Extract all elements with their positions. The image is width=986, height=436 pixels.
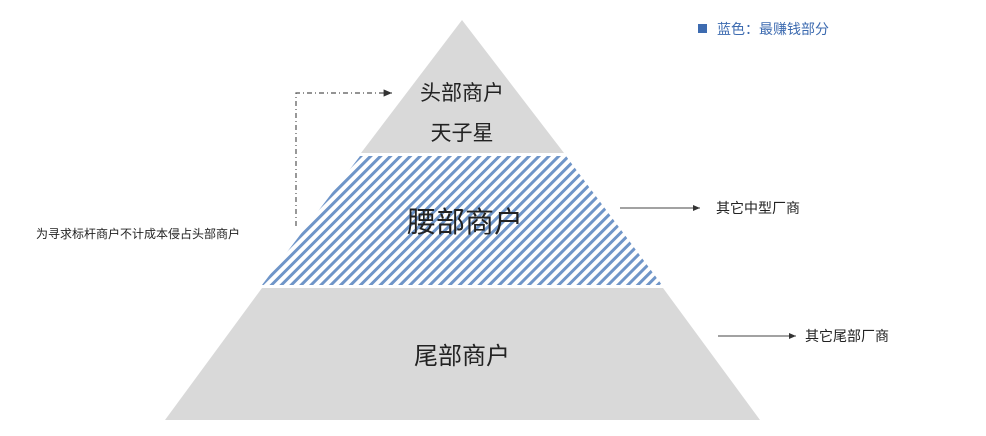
pyramid-bottom-tier [165,288,760,420]
left-annotation: 为寻求标杆商户不计成本侵占头部商户 [36,226,240,241]
legend-swatch [698,24,707,33]
top-tier-title: 头部商户 [420,81,504,105]
middle-tier-title: 腰部商户 [407,205,523,239]
middle-right-annotation: 其它中型厂商 [716,200,800,217]
dash-dot-arrow [295,89,392,226]
pyramid-middle-tier [262,156,662,285]
legend-label: 蓝色：最赚钱部分 [717,21,829,38]
bottom-right-annotation: 其它尾部厂商 [805,328,889,345]
bottom-tier-title: 尾部商户 [414,342,510,370]
pyramid-top-tier [361,20,564,153]
top-tier-subtitle: 天子星 [431,121,494,145]
